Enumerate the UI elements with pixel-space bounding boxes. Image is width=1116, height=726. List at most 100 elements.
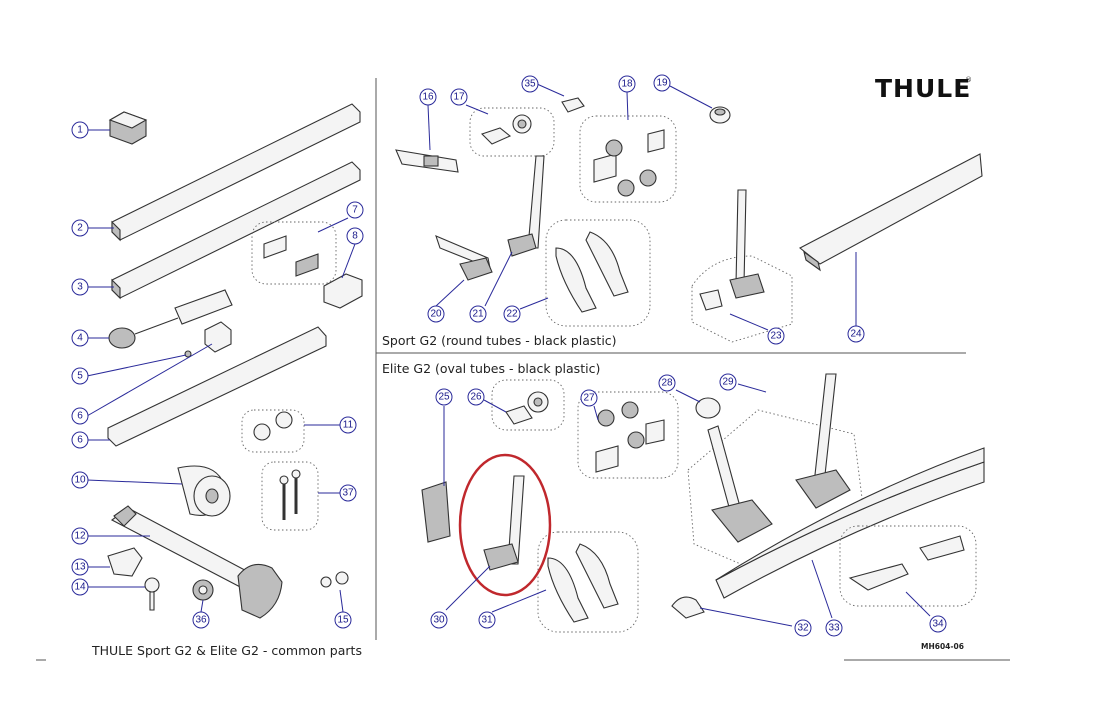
- callout-22: 22: [503, 305, 521, 323]
- part-26-caps: [491, 379, 565, 431]
- callout-27: 27: [580, 389, 598, 407]
- part-10-tape-roll: [177, 465, 231, 517]
- svg-text:15: 15: [337, 615, 349, 626]
- elite-g2-caption: Elite G2 (oval tubes - black plastic): [382, 361, 600, 376]
- callout-5: 5: [71, 367, 89, 385]
- part-2-bar: [111, 103, 361, 242]
- callout-34: 34: [929, 615, 947, 633]
- callout-20: 20: [427, 305, 445, 323]
- callout-2: 2: [71, 219, 89, 237]
- callout-14: 14: [71, 578, 89, 596]
- svg-text:20: 20: [430, 309, 442, 320]
- svg-text:27: 27: [583, 393, 595, 404]
- part-21-lever: [507, 155, 545, 257]
- part-14-key: [144, 577, 160, 611]
- svg-text:35: 35: [524, 79, 536, 90]
- callout-24: 24: [847, 325, 865, 343]
- part-11-clamps: [241, 409, 305, 453]
- svg-text:23: 23: [770, 331, 782, 342]
- callout-11: 11: [339, 416, 357, 434]
- svg-text:29: 29: [722, 377, 734, 388]
- thule-logo: THULE ®: [875, 74, 972, 103]
- callout-19: 19: [653, 74, 671, 92]
- part-5-clip: [184, 321, 232, 358]
- part-24-rail: [798, 153, 983, 272]
- callout-36: 36: [192, 611, 210, 629]
- part-19-ring: [709, 106, 731, 124]
- svg-text:10: 10: [74, 475, 86, 486]
- svg-text:30: 30: [433, 615, 445, 626]
- callout-28: 28: [658, 374, 676, 392]
- svg-text:4: 4: [77, 333, 83, 344]
- svg-text:3: 3: [77, 282, 83, 293]
- leader-lines: [86, 83, 931, 627]
- callout-16: 16: [419, 88, 437, 106]
- callout-26: 26: [467, 388, 485, 406]
- highlight-ellipse: [458, 453, 552, 597]
- callout-3: 3: [71, 278, 89, 296]
- part-16-strap: [395, 149, 459, 173]
- part-23-upright: [691, 189, 793, 343]
- callout-32: 32: [794, 619, 812, 637]
- part-13-holder: [107, 547, 143, 577]
- callout-8: 8: [346, 227, 364, 245]
- svg-text:11: 11: [343, 420, 354, 431]
- svg-text:31: 31: [481, 615, 493, 626]
- svg-text:6: 6: [77, 435, 83, 446]
- part-29-uprights: [687, 373, 865, 575]
- callout-21: 21: [469, 305, 487, 323]
- callout-12: 12: [71, 527, 89, 545]
- callout-31: 31: [478, 611, 496, 629]
- callout-1: 1: [71, 121, 89, 139]
- svg-text:36: 36: [195, 615, 207, 626]
- svg-text:16: 16: [422, 92, 434, 103]
- svg-text:18: 18: [621, 79, 633, 90]
- part-34-brackets: [839, 525, 977, 607]
- part-15-nuts: [320, 571, 349, 588]
- callout-25: 25: [435, 388, 453, 406]
- part-20-bracket: [435, 235, 493, 281]
- document-code: MH604-06: [921, 642, 964, 651]
- part-37-screws: [261, 461, 319, 531]
- part-18-adapters: [579, 115, 677, 203]
- callout-10: 10: [71, 471, 89, 489]
- svg-text:32: 32: [797, 623, 809, 634]
- part-8-bracket: [323, 273, 363, 309]
- callout-4: 4: [71, 329, 89, 347]
- callout-15: 15: [334, 611, 352, 629]
- svg-text:33: 33: [828, 623, 840, 634]
- svg-text:THULE: THULE: [875, 74, 971, 103]
- part-6-rail: [107, 326, 327, 447]
- part-31-cradle: [537, 531, 639, 633]
- part-27-adapters: [577, 391, 679, 479]
- svg-text:2: 2: [77, 223, 83, 234]
- svg-text:28: 28: [661, 378, 673, 389]
- svg-text:5: 5: [77, 371, 83, 382]
- part-35-cap: [561, 97, 585, 113]
- part-28-ring: [695, 397, 721, 419]
- callout-29: 29: [719, 373, 737, 391]
- callout-7: 7: [346, 201, 364, 219]
- callout-23: 23: [767, 327, 785, 345]
- callout-13: 13: [71, 558, 89, 576]
- part-4-knob-assembly: [108, 289, 233, 349]
- svg-text:1: 1: [77, 125, 83, 136]
- part-25-buckle: [421, 410, 451, 543]
- part-33-rail: [715, 447, 985, 599]
- callout-33: 33: [825, 619, 843, 637]
- svg-text:12: 12: [74, 531, 86, 542]
- svg-text:7: 7: [352, 205, 358, 216]
- svg-text:6: 6: [77, 411, 83, 422]
- part-1-end-cap: [108, 111, 148, 145]
- svg-text:21: 21: [472, 309, 484, 320]
- svg-text:13: 13: [74, 562, 86, 573]
- callout-6-upper: 6: [71, 407, 89, 425]
- svg-text:34: 34: [932, 619, 944, 630]
- svg-text:®: ®: [965, 76, 972, 84]
- svg-text:22: 22: [506, 309, 518, 320]
- callout-35: 35: [521, 75, 539, 93]
- part-22-cradle: [545, 219, 651, 327]
- callout-6-lower: 6: [71, 431, 89, 449]
- part-17-caps: [469, 107, 555, 157]
